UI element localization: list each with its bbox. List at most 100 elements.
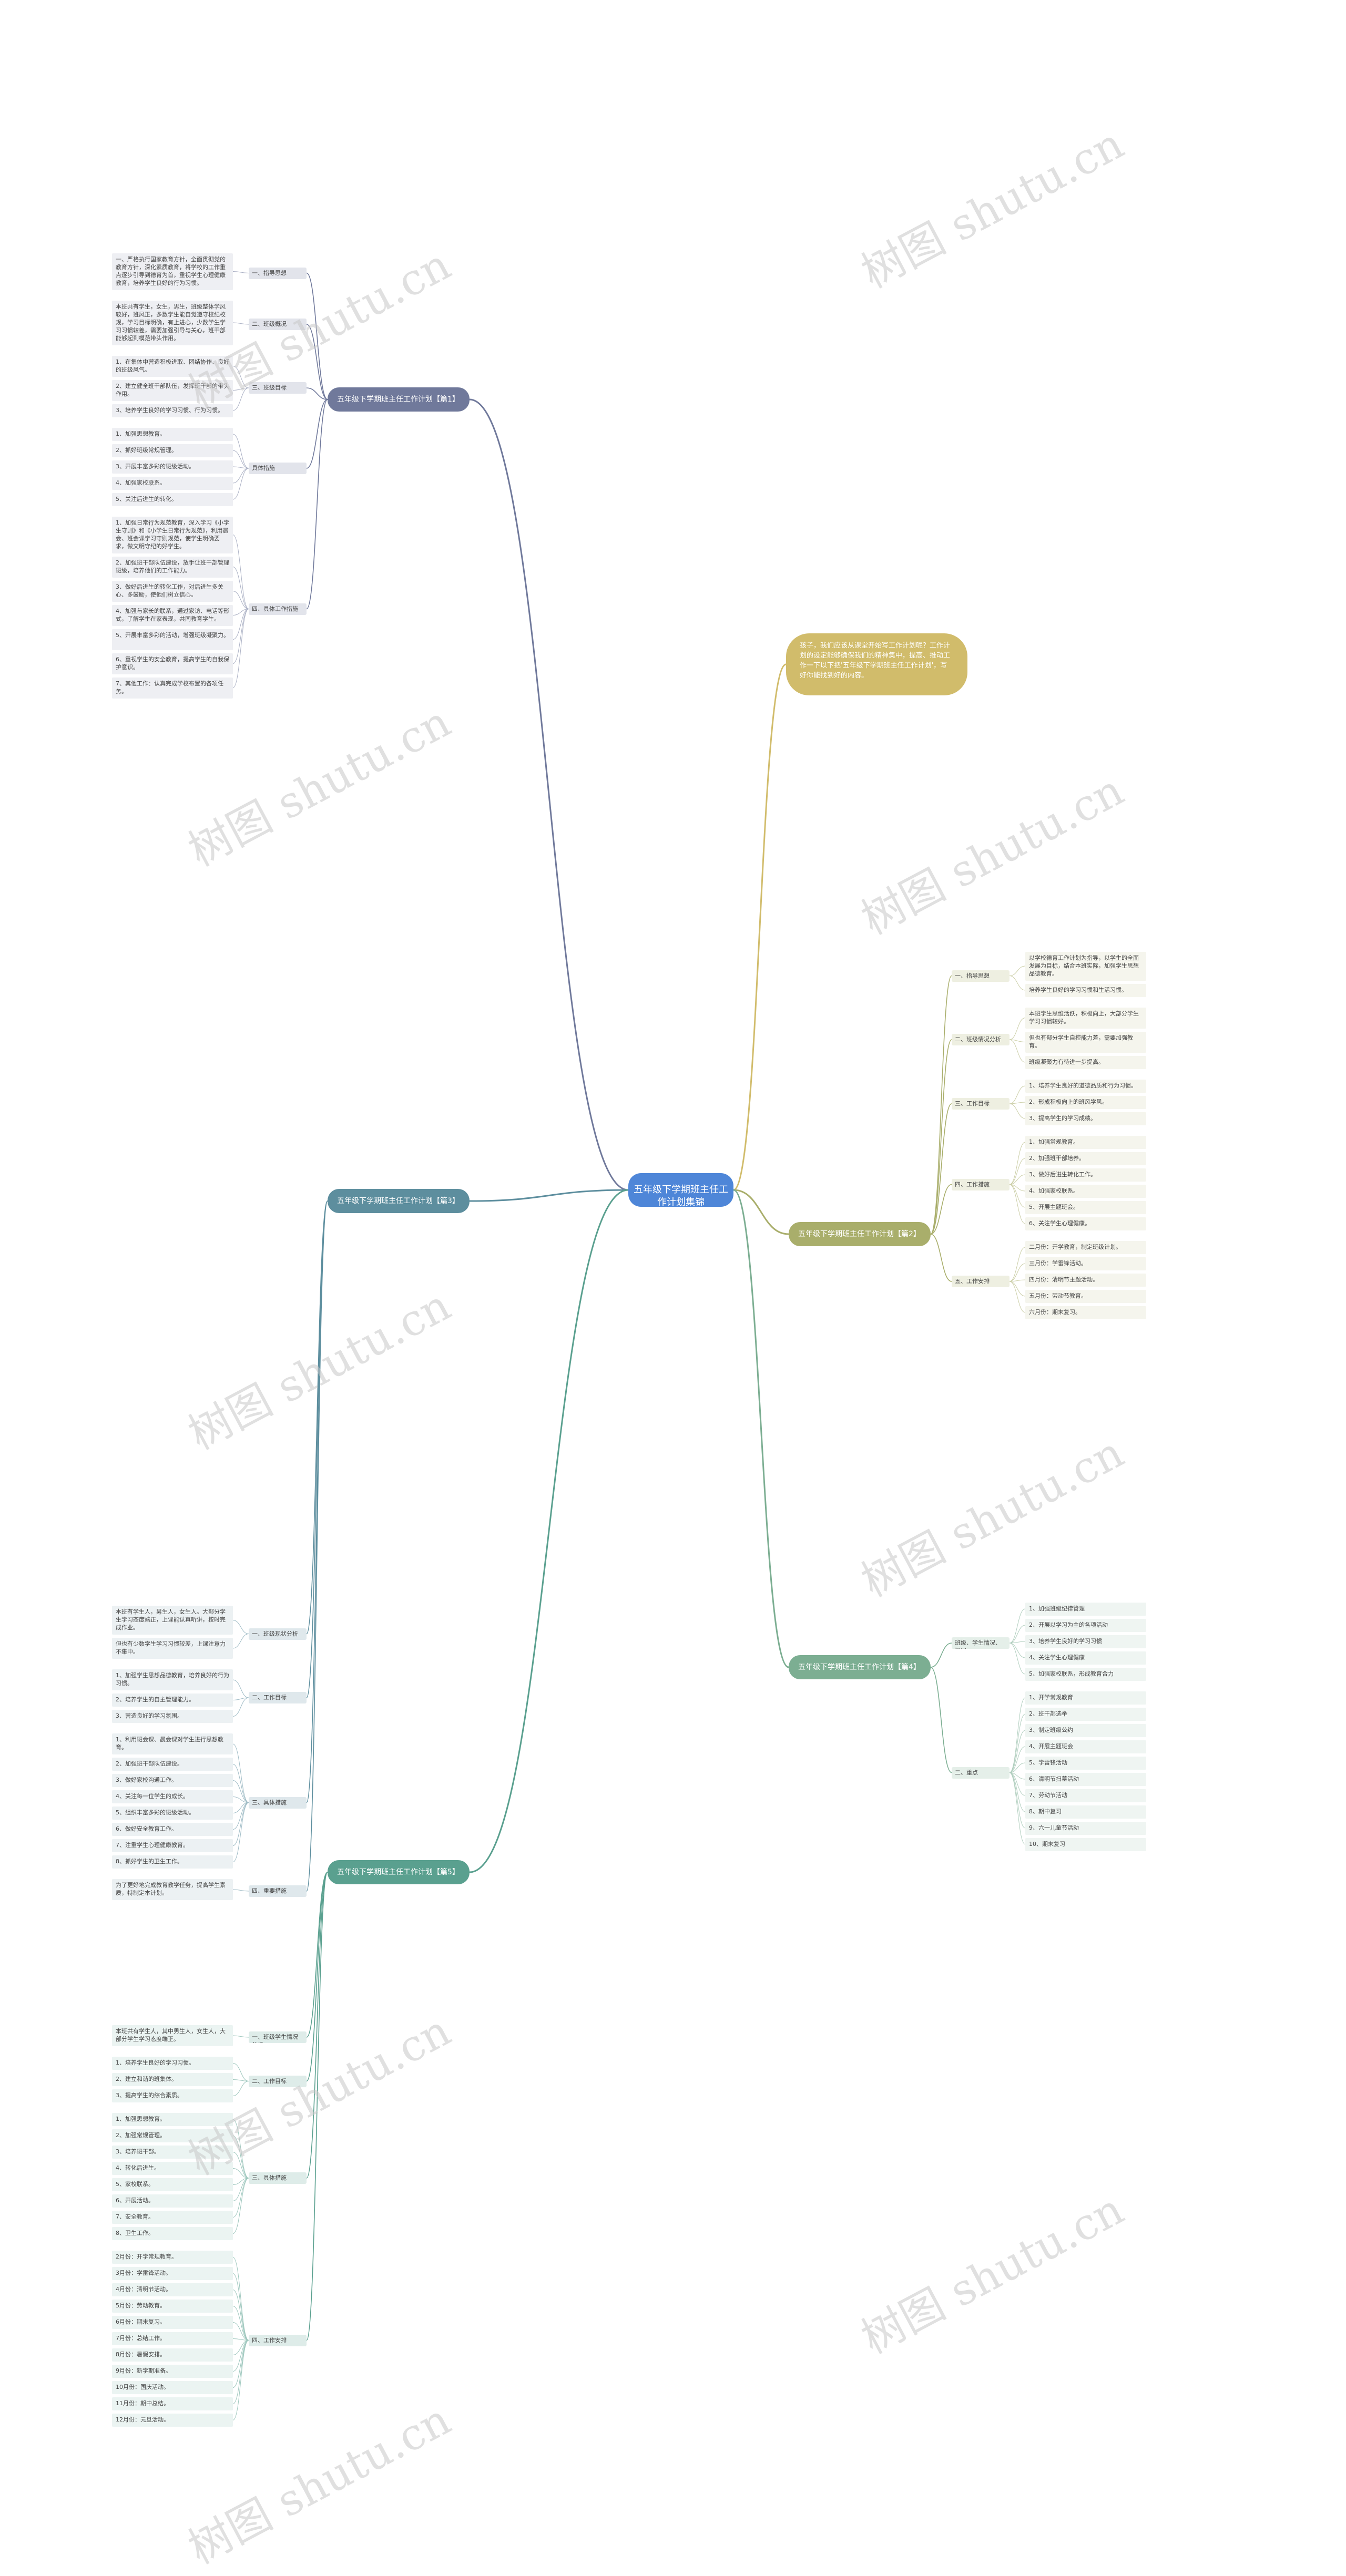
branch-1-group-1-item-1[interactable]: 一、严格执行国家教育方针，全面贯彻党的教育方针，深化素质教育，将学校的工作重点逐… bbox=[112, 253, 233, 290]
branch-2-group-4-item-2[interactable]: 2、加强班干部培养。 bbox=[1025, 1152, 1146, 1165]
branch-1-group-2[interactable]: 二、班级概况 bbox=[249, 319, 307, 330]
branch-4-group-2-item-8[interactable]: 8、期中复习 bbox=[1025, 1805, 1146, 1819]
branch-3-group-3-item-2[interactable]: 2、加强班干部队伍建设。 bbox=[112, 1758, 233, 1771]
branch-5-group-4[interactable]: 四、工作安排 bbox=[249, 2334, 307, 2346]
branch-1[interactable]: 五年级下学期班主任工作计划【篇1】 bbox=[328, 387, 470, 412]
branch-1-group-5-item-1[interactable]: 1、加强日常行为规范教育，深入学习《小学生守则》和《小学生日常行为规范》，利用晨… bbox=[112, 516, 233, 553]
branch-2-group-2[interactable]: 二、班级情况分析 bbox=[952, 1034, 1010, 1045]
branch-2-group-4-item-3[interactable]: 3、做好后进生转化工作。 bbox=[1025, 1168, 1146, 1182]
branch-2-group-3-item-3[interactable]: 3、提高学生的学习成绩。 bbox=[1025, 1112, 1146, 1125]
branch-2-group-1[interactable]: 一、指导思想 bbox=[952, 970, 1010, 982]
branch-5-group-1[interactable]: 一、班级学生情况分析 bbox=[249, 2031, 307, 2043]
branch-2-group-1-item-2[interactable]: 培养学生良好的学习习惯和生活习惯。 bbox=[1025, 983, 1146, 997]
branch-5-group-2-item-3[interactable]: 3、提高学生的综合素质。 bbox=[112, 2089, 233, 2102]
branch-2-group-5-item-4[interactable]: 五月份：劳动节教育。 bbox=[1025, 1289, 1146, 1303]
branch-3-group-3-item-4[interactable]: 4、关注每一位学生的成长。 bbox=[112, 1790, 233, 1803]
branch-1-group-5-item-2[interactable]: 2、加强班干部队伍建设，放手让班干部管理班级，培养他们的工作能力。 bbox=[112, 556, 233, 578]
branch-5-group-3[interactable]: 三、具体措施 bbox=[249, 2172, 307, 2184]
branch-5-group-2[interactable]: 二、工作目标 bbox=[249, 2075, 307, 2087]
branch-1-group-4-item-4[interactable]: 4、加强家校联系。 bbox=[112, 476, 233, 490]
branch-5-group-3-item-8[interactable]: 8、卫生工作。 bbox=[112, 2227, 233, 2240]
branch-2-group-5-item-2[interactable]: 三月份：学雷锋活动。 bbox=[1025, 1257, 1146, 1270]
branch-2-group-4-item-4[interactable]: 4、加强家校联系。 bbox=[1025, 1184, 1146, 1198]
branch-2-group-5-item-5[interactable]: 六月份：期末复习。 bbox=[1025, 1306, 1146, 1319]
branch-4-group-2-item-5[interactable]: 5、学雷锋活动 bbox=[1025, 1756, 1146, 1770]
branch-4-group-1[interactable]: 班级、学生情况、概况 bbox=[952, 1637, 1010, 1649]
branch-3-group-1-item-2[interactable]: 但也有少数学生学习习惯较差，上课注意力不集中。 bbox=[112, 1638, 233, 1659]
branch-3-group-4-item-1[interactable]: 为了更好地完成教育教学任务，提高学生素质，特制定本计划。 bbox=[112, 1879, 233, 1900]
branch-3-group-2[interactable]: 二、工作目标 bbox=[249, 1692, 307, 1703]
branch-5-group-3-item-5[interactable]: 5、家校联系。 bbox=[112, 2178, 233, 2191]
branch-3-group-1-item-1[interactable]: 本班有学生人，男生人，女生人。大部分学生学习态度端正，上课能认真听讲，按时完成作… bbox=[112, 1606, 233, 1635]
branch-5-group-4-item-8[interactable]: 9月份：新学期准备。 bbox=[112, 2365, 233, 2378]
branch-1-group-2-item-1[interactable]: 本班共有学生，女生，男生，班级整体学风较好，班风正，多数学生能自觉遵守校纪校规，… bbox=[112, 300, 233, 345]
branch-2[interactable]: 五年级下学期班主任工作计划【篇2】 bbox=[789, 1222, 931, 1246]
branch-4-group-1-item-5[interactable]: 5、加强家校联系，形成教育合力 bbox=[1025, 1667, 1146, 1681]
branch-5-group-4-item-9[interactable]: 10月份：国庆活动。 bbox=[112, 2381, 233, 2394]
branch-4-group-1-item-3[interactable]: 3、培养学生良好的学习习惯 bbox=[1025, 1635, 1146, 1648]
branch-2-group-5-item-3[interactable]: 四月份：清明节主题活动。 bbox=[1025, 1273, 1146, 1287]
branch-5-group-4-item-7[interactable]: 8月份：暑假安排。 bbox=[112, 2348, 233, 2362]
branch-5-group-3-item-1[interactable]: 1、加强思想教育。 bbox=[112, 2113, 233, 2126]
branch-3-group-3-item-5[interactable]: 5、组织丰富多彩的班级活动。 bbox=[112, 1807, 233, 1820]
branch-3-group-4[interactable]: 四、重要措施 bbox=[249, 1885, 307, 1897]
branch-1-group-4-item-2[interactable]: 2、抓好班级常规管理。 bbox=[112, 444, 233, 457]
branch-2-group-2-item-2[interactable]: 但也有部分学生自控能力差，需要加强教育。 bbox=[1025, 1031, 1146, 1053]
branch-5-group-4-item-10[interactable]: 11月份：期中总结。 bbox=[112, 2397, 233, 2410]
branch-3-group-3-item-6[interactable]: 6、做好安全教育工作。 bbox=[112, 1823, 233, 1836]
branch-5-group-3-item-6[interactable]: 6、开展活动。 bbox=[112, 2194, 233, 2208]
branch-4-group-2-item-9[interactable]: 9、六一儿童节活动 bbox=[1025, 1821, 1146, 1835]
root-topic[interactable]: 五年级下学期班主任工作计划集锦 bbox=[628, 1173, 733, 1207]
branch-4[interactable]: 五年级下学期班主任工作计划【篇4】 bbox=[789, 1655, 931, 1679]
branch-1-group-3[interactable]: 三、班级目标 bbox=[249, 382, 307, 394]
branch-4-group-1-item-4[interactable]: 4、关注学生心理健康 bbox=[1025, 1651, 1146, 1665]
branch-3-group-2-item-1[interactable]: 1、加强学生思想品德教育，培养良好的行为习惯。 bbox=[112, 1669, 233, 1690]
branch-4-group-2-item-3[interactable]: 3、制定班级公约 bbox=[1025, 1723, 1146, 1737]
branch-5-group-3-item-3[interactable]: 3、培养班干部。 bbox=[112, 2146, 233, 2159]
branch-4-group-2-item-1[interactable]: 1、开学常规教育 bbox=[1025, 1691, 1146, 1705]
intro-bubble[interactable]: 孩子，我们应该从课堂开始写工作计划呢？工作计划的设定能够确保我们的精神集中，提高… bbox=[786, 633, 967, 695]
branch-3-group-3-item-7[interactable]: 7、注重学生心理健康教育。 bbox=[112, 1839, 233, 1852]
branch-2-group-5-item-1[interactable]: 二月份：开学教育，制定班级计划。 bbox=[1025, 1240, 1146, 1254]
branch-1-group-5-item-6[interactable]: 6、重视学生的安全教育，提高学生的自我保护意识。 bbox=[112, 653, 233, 674]
branch-4-group-2[interactable]: 二、重点 bbox=[952, 1767, 1010, 1779]
branch-1-group-3-item-2[interactable]: 2、建立健全班干部队伍，发挥班干部的带头作用。 bbox=[112, 379, 233, 401]
branch-2-group-3-item-1[interactable]: 1、培养学生良好的道德品质和行为习惯。 bbox=[1025, 1079, 1146, 1093]
branch-1-group-3-item-3[interactable]: 3、培养学生良好的学习习惯、行为习惯。 bbox=[112, 404, 233, 417]
branch-5-group-4-item-3[interactable]: 4月份：清明节活动。 bbox=[112, 2283, 233, 2296]
branch-4-group-1-item-2[interactable]: 2、开展以学习为主的各项活动 bbox=[1025, 1618, 1146, 1632]
branch-1-group-5-item-3[interactable]: 3、做好后进生的转化工作，对后进生多关心、多鼓励，使他们树立信心。 bbox=[112, 580, 233, 602]
branch-2-group-4-item-1[interactable]: 1、加强常规教育。 bbox=[1025, 1135, 1146, 1149]
branch-1-group-4-item-1[interactable]: 1、加强思想教育。 bbox=[112, 427, 233, 441]
branch-5[interactable]: 五年级下学期班主任工作计划【篇5】 bbox=[328, 1860, 470, 1884]
branch-5-group-2-item-2[interactable]: 2、建立和谐的班集体。 bbox=[112, 2073, 233, 2086]
branch-4-group-2-item-2[interactable]: 2、班干部选举 bbox=[1025, 1707, 1146, 1721]
branch-5-group-3-item-2[interactable]: 2、加强常规管理。 bbox=[112, 2129, 233, 2142]
branch-5-group-4-item-2[interactable]: 3月份：学雷锋活动。 bbox=[112, 2267, 233, 2280]
branch-2-group-4-item-6[interactable]: 6、关注学生心理健康。 bbox=[1025, 1217, 1146, 1230]
branch-1-group-4-item-5[interactable]: 5、关注后进生的转化。 bbox=[112, 492, 233, 506]
branch-3-group-3-item-1[interactable]: 1、利用班会课、晨会课对学生进行思想教育。 bbox=[112, 1733, 233, 1754]
branch-5-group-2-item-1[interactable]: 1、培养学生良好的学习习惯。 bbox=[112, 2057, 233, 2070]
branch-5-group-4-item-5[interactable]: 6月份：期末复习。 bbox=[112, 2316, 233, 2329]
branch-4-group-2-item-6[interactable]: 6、清明节扫墓活动 bbox=[1025, 1772, 1146, 1786]
branch-2-group-2-item-3[interactable]: 班级凝聚力有待进一步提高。 bbox=[1025, 1055, 1146, 1069]
branch-2-group-1-item-1[interactable]: 以学校德育工作计划为指导，以学生的全面发展为目标，结合本班实际，加强学生思想品德… bbox=[1025, 951, 1146, 981]
branch-5-group-4-item-1[interactable]: 2月份：开学常规教育。 bbox=[112, 2251, 233, 2264]
branch-3-group-3-item-8[interactable]: 8、抓好学生的卫生工作。 bbox=[112, 1855, 233, 1869]
branch-2-group-4-item-5[interactable]: 5、开展主题班会。 bbox=[1025, 1200, 1146, 1214]
branch-1-group-5-item-4[interactable]: 4、加强与家长的联系，通过家访、电话等形式，了解学生在家表现，共同教育学生。 bbox=[112, 604, 233, 626]
branch-2-group-4[interactable]: 四、工作措施 bbox=[952, 1178, 1010, 1190]
branch-5-group-3-item-7[interactable]: 7、安全教育。 bbox=[112, 2211, 233, 2224]
branch-5-group-4-item-6[interactable]: 7月份：总结工作。 bbox=[112, 2332, 233, 2345]
branch-3-group-2-item-2[interactable]: 2、培养学生的自主管理能力。 bbox=[112, 1694, 233, 1707]
branch-2-group-2-item-1[interactable]: 本班学生思维活跃，积极向上，大部分学生学习习惯较好。 bbox=[1025, 1007, 1146, 1029]
branch-4-group-2-item-10[interactable]: 10、期末复习 bbox=[1025, 1838, 1146, 1851]
branch-1-group-4-item-3[interactable]: 3、开展丰富多彩的班级活动。 bbox=[112, 460, 233, 474]
branch-1-group-5-item-7[interactable]: 7、其他工作：认真完成学校布置的各项任务。 bbox=[112, 677, 233, 699]
branch-2-group-3[interactable]: 三、工作目标 bbox=[952, 1098, 1010, 1110]
branch-1-group-5-item-5[interactable]: 5、开展丰富多彩的活动，增强班级凝聚力。 bbox=[112, 629, 233, 650]
branch-4-group-1-item-1[interactable]: 1、加强班级纪律管理 bbox=[1025, 1602, 1146, 1616]
branch-3-group-3-item-3[interactable]: 3、做好家校沟通工作。 bbox=[112, 1774, 233, 1787]
branch-4-group-2-item-7[interactable]: 7、劳动节活动 bbox=[1025, 1789, 1146, 1802]
